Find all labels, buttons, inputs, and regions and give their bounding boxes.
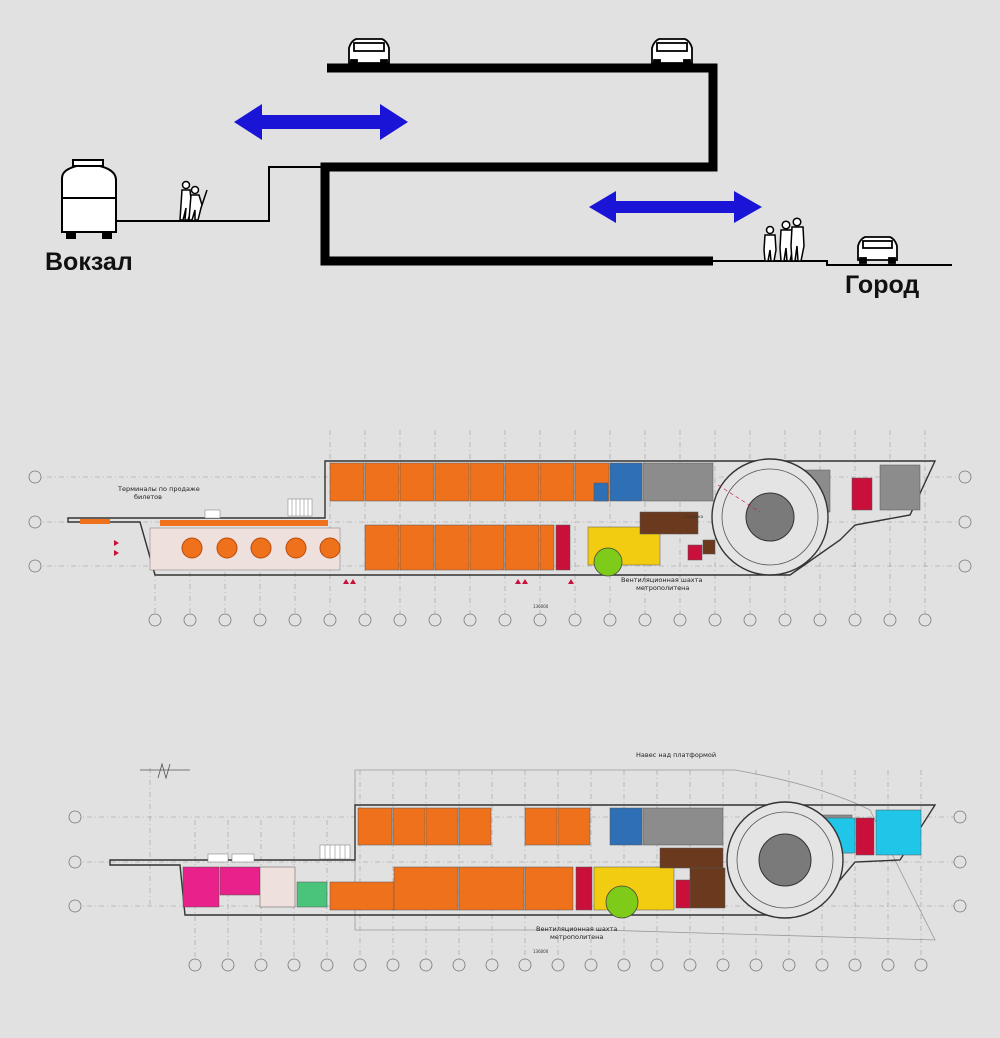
train-icon (61, 159, 117, 239)
station-ground-line (117, 166, 322, 222)
utility-brown-lower-2 (689, 867, 726, 909)
vent-shaft-note-lower-line1: Вентиляционная шахта (536, 925, 617, 933)
utility-brown-upper (639, 511, 699, 535)
utility-magenta-lower (182, 866, 220, 908)
canopy-note: Навес над платформой (636, 751, 716, 759)
vent-shaft-note-upper-line2: метрополитена (636, 584, 689, 592)
spiral-ramp-upper (711, 458, 829, 576)
pedestrians-station-icon (179, 180, 208, 221)
double-arrow-upper (234, 104, 408, 140)
section-diagram: Вокзал Город (45, 38, 952, 299)
car-icon (857, 236, 898, 264)
retail-units-upper (160, 462, 610, 571)
utility-blue-lower (609, 807, 643, 846)
vent-shaft-note-lower-line2: метрополитена (550, 933, 603, 941)
utility-brown-lower (659, 847, 724, 869)
station-label: Вокзал (45, 248, 133, 276)
utility-crimson-small (687, 544, 703, 561)
utility-grey-far (879, 464, 921, 511)
concourse-upper (149, 527, 341, 571)
ticket-terminals-note-line2: билетов (134, 493, 162, 501)
round-kiosks (181, 537, 341, 559)
lobby-lower (259, 866, 296, 908)
utility-crimson-lower-mid (575, 866, 593, 911)
utility-mint-lower (296, 881, 328, 908)
city-ground-line (713, 260, 952, 266)
ramp-structure (320, 63, 718, 266)
pedestrians-city-icon (763, 217, 805, 262)
utility-cyan-lower-2 (875, 809, 922, 856)
ticket-terminals (80, 519, 110, 524)
utility-blue-small (593, 482, 609, 502)
car-icon (348, 38, 390, 66)
ticket-terminals-note-line1: Терминалы по продаже (117, 485, 200, 493)
utility-crimson-lower (855, 817, 875, 856)
double-arrow-lower (589, 191, 762, 223)
vent-shaft-lower (605, 885, 639, 919)
grid-bubbles-upper (28, 470, 972, 627)
stairs-lower (207, 844, 351, 863)
total-dimension-upper: 136000 (533, 604, 549, 609)
floor-plan-lower: Навес над платформой Вентиляционная шахт… (68, 751, 967, 972)
loading-note: Загрузка (684, 514, 704, 519)
utility-crimson-upper (851, 477, 873, 511)
grid-bubbles-lower (68, 810, 967, 972)
break-mark (140, 762, 190, 780)
entrance-markers-upper (114, 540, 574, 584)
vent-shaft-note-upper-line1: Вентиляционная шахта (621, 576, 702, 584)
utility-grey-lower (642, 807, 724, 846)
floor-plan-upper: Терминалы по продаже билетов Вентиляцион… (28, 430, 972, 627)
utility-blue-upper (609, 462, 643, 502)
total-dimension-lower: 136000 (533, 949, 549, 954)
vent-shaft-upper (593, 547, 623, 577)
utility-crimson-mid (555, 524, 571, 571)
utility-brown-small (702, 539, 716, 555)
retail-units-lower (329, 807, 591, 911)
car-icon (651, 38, 693, 66)
utility-grey-upper (642, 462, 714, 502)
utility-crimson-lower-small (675, 879, 691, 909)
city-label: Город (845, 271, 919, 299)
platform-canopy (354, 769, 936, 941)
spiral-ramp-lower (726, 801, 844, 919)
stairs-upper (204, 498, 313, 519)
utility-magenta-lower-2 (219, 866, 261, 896)
